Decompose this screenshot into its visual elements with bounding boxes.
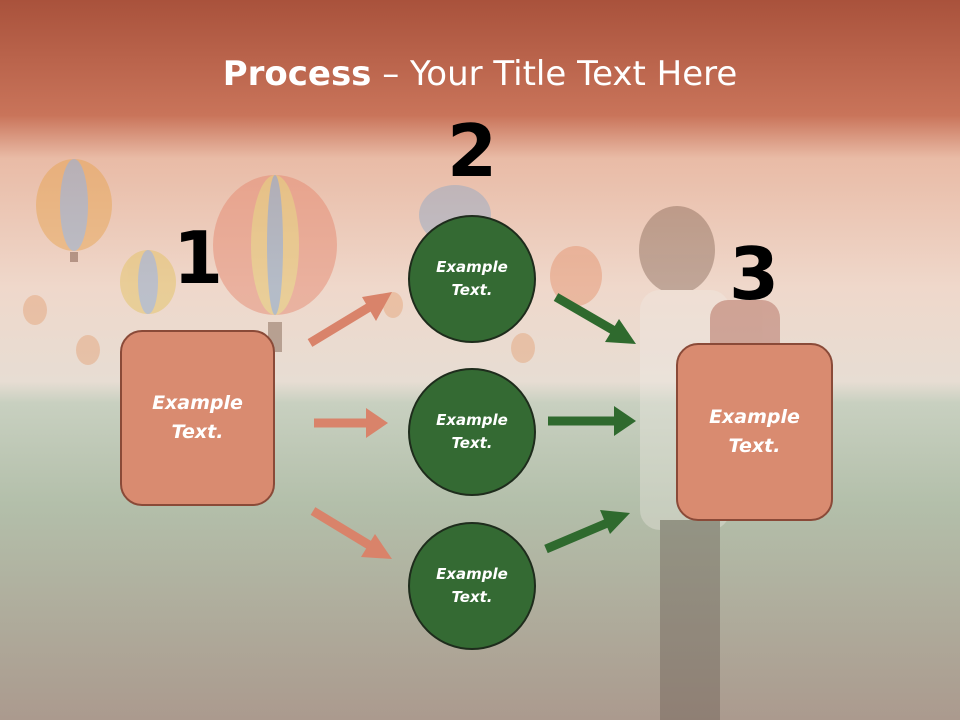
green-arrow-down: [553, 293, 636, 344]
orange-arrow-right: [314, 408, 388, 438]
step-number-2: 2: [446, 109, 498, 193]
balloon-icon: [36, 159, 112, 262]
balloon-icon: [120, 250, 176, 314]
step-2-circle-middle: Example Text.: [408, 368, 536, 496]
title-rest: – Your Title Text Here: [371, 54, 738, 94]
slide-title: Process – Your Title Text Here: [0, 52, 960, 96]
step-number-3: 3: [728, 232, 780, 316]
circle-top-line1: Example: [436, 258, 508, 276]
step-1-line2: Text.: [171, 421, 224, 443]
circle-bottom-line1: Example: [436, 565, 508, 583]
step-1-box: Example Text.: [120, 330, 275, 506]
step-2-circle-top: Example Text.: [408, 215, 536, 343]
circle-bottom-line2: Text.: [451, 588, 493, 606]
step-3-line1: Example: [709, 406, 800, 428]
green-arrow-up: [544, 510, 630, 554]
balloon-icon: [213, 175, 337, 352]
step-2-circle-bottom: Example Text.: [408, 522, 536, 650]
green-arrow-right: [548, 406, 636, 436]
step-3-box: Example Text.: [676, 343, 833, 521]
circle-middle-line1: Example: [436, 411, 508, 429]
step-3-line2: Text.: [728, 435, 781, 457]
step-number-1: 1: [172, 216, 224, 300]
orange-arrow-up: [307, 292, 392, 347]
title-bold: Process: [222, 54, 372, 94]
orange-arrow-down: [310, 507, 392, 559]
circle-middle-line2: Text.: [451, 434, 493, 452]
circle-top-line2: Text.: [451, 281, 493, 299]
step-1-line1: Example: [152, 392, 243, 414]
